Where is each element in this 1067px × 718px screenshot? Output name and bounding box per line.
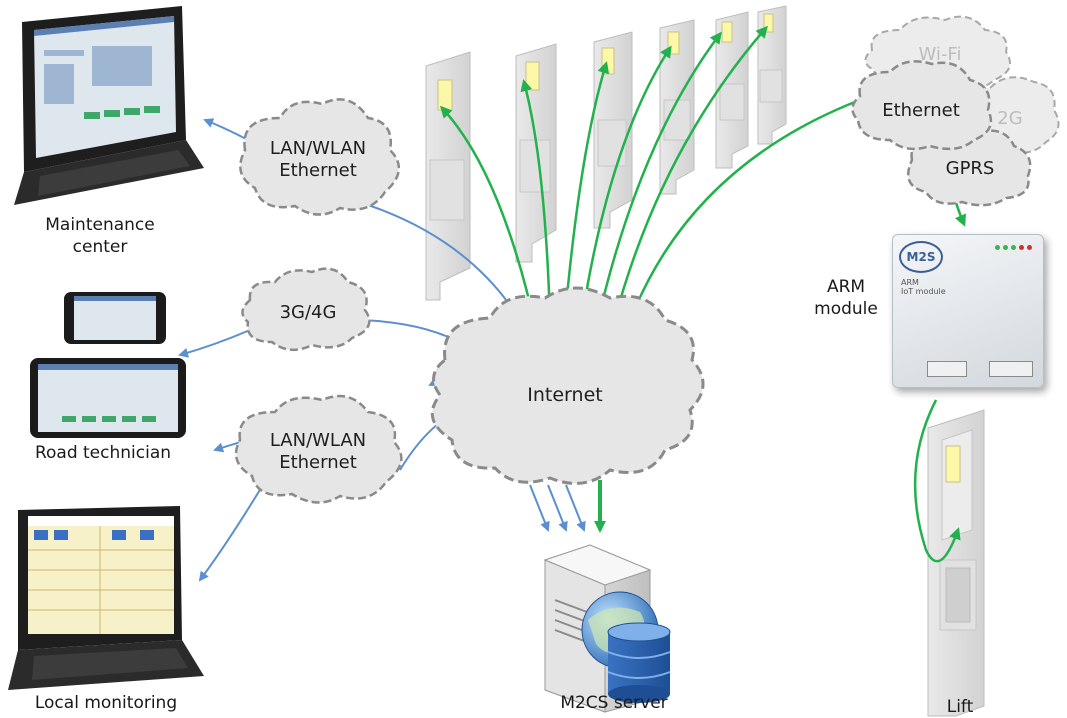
cloud-lan-wlan-bottom-text: LAN/WLAN Ethernet: [256, 430, 380, 474]
label-arm-line1: ARM: [826, 277, 866, 297]
cloud-lan-wlan-bottom: [234, 394, 403, 504]
label-arm-module: ARM module: [806, 276, 886, 320]
label-maintenance-center: Maintenance center: [20, 214, 180, 258]
cloud-ethernet: [851, 60, 993, 151]
label-m2cs-server: M2CS server: [560, 693, 668, 713]
label-arm-line2: module: [814, 299, 878, 319]
lift-single: [927, 409, 985, 717]
laptop-maintenance: [14, 6, 204, 205]
cloud-lan-wlan-top: [239, 98, 400, 216]
lift-shaft-3: [593, 31, 633, 229]
lift-shaft-6: [757, 5, 787, 145]
cloud-internet-text: Internet: [527, 384, 603, 406]
lift-shaft-2: [515, 43, 557, 263]
cloud-gprs-text: GPRS: [945, 158, 995, 179]
module-logo: M2S: [899, 241, 943, 273]
cloud-lan-wlan-top-line2: Ethernet: [279, 160, 357, 181]
cloud-ethernet-text: Ethernet: [882, 100, 960, 121]
module-title-line1: ARM: [901, 278, 919, 287]
label-maintenance-line2: center: [72, 237, 128, 257]
arm-iot-module: M2S ARM IoT module: [892, 234, 1044, 388]
green-links: [439, 25, 966, 563]
lift-shaft-1: [425, 51, 471, 301]
module-leds: [995, 245, 1035, 285]
module-title-line2: IoT module: [901, 287, 946, 296]
cloud-wifi-text: Wi-Fi: [918, 44, 962, 65]
cloud-lan-wlan-bottom-line2: Ethernet: [279, 452, 357, 473]
cloud-2g-text: 2G: [997, 108, 1023, 129]
lift-shaft-4: [659, 19, 695, 195]
module-connector-lift: [927, 361, 967, 377]
lift-shaft-5: [715, 11, 749, 169]
label-maintenance-line1: Maintenance: [45, 215, 155, 235]
database-icon: [607, 622, 671, 703]
label-road-technician: Road technician: [34, 443, 172, 463]
label-local-monitoring: Local monitoring: [34, 693, 178, 713]
tablet-phone: [30, 292, 186, 438]
cloud-lan-wlan-bottom-line1: LAN/WLAN: [269, 430, 367, 451]
cloud-mobile: [241, 267, 371, 351]
cloud-lan-wlan-top-text: LAN/WLAN Ethernet: [258, 138, 378, 182]
label-lift: Lift: [946, 697, 974, 717]
cloud-lan-wlan-top-line1: LAN/WLAN: [269, 138, 367, 159]
laptop-local: [8, 506, 204, 690]
module-connector-ethernet: [989, 361, 1033, 377]
cloud-internet: [430, 286, 705, 485]
cloud-mobile-text: 3G/4G: [279, 302, 337, 323]
